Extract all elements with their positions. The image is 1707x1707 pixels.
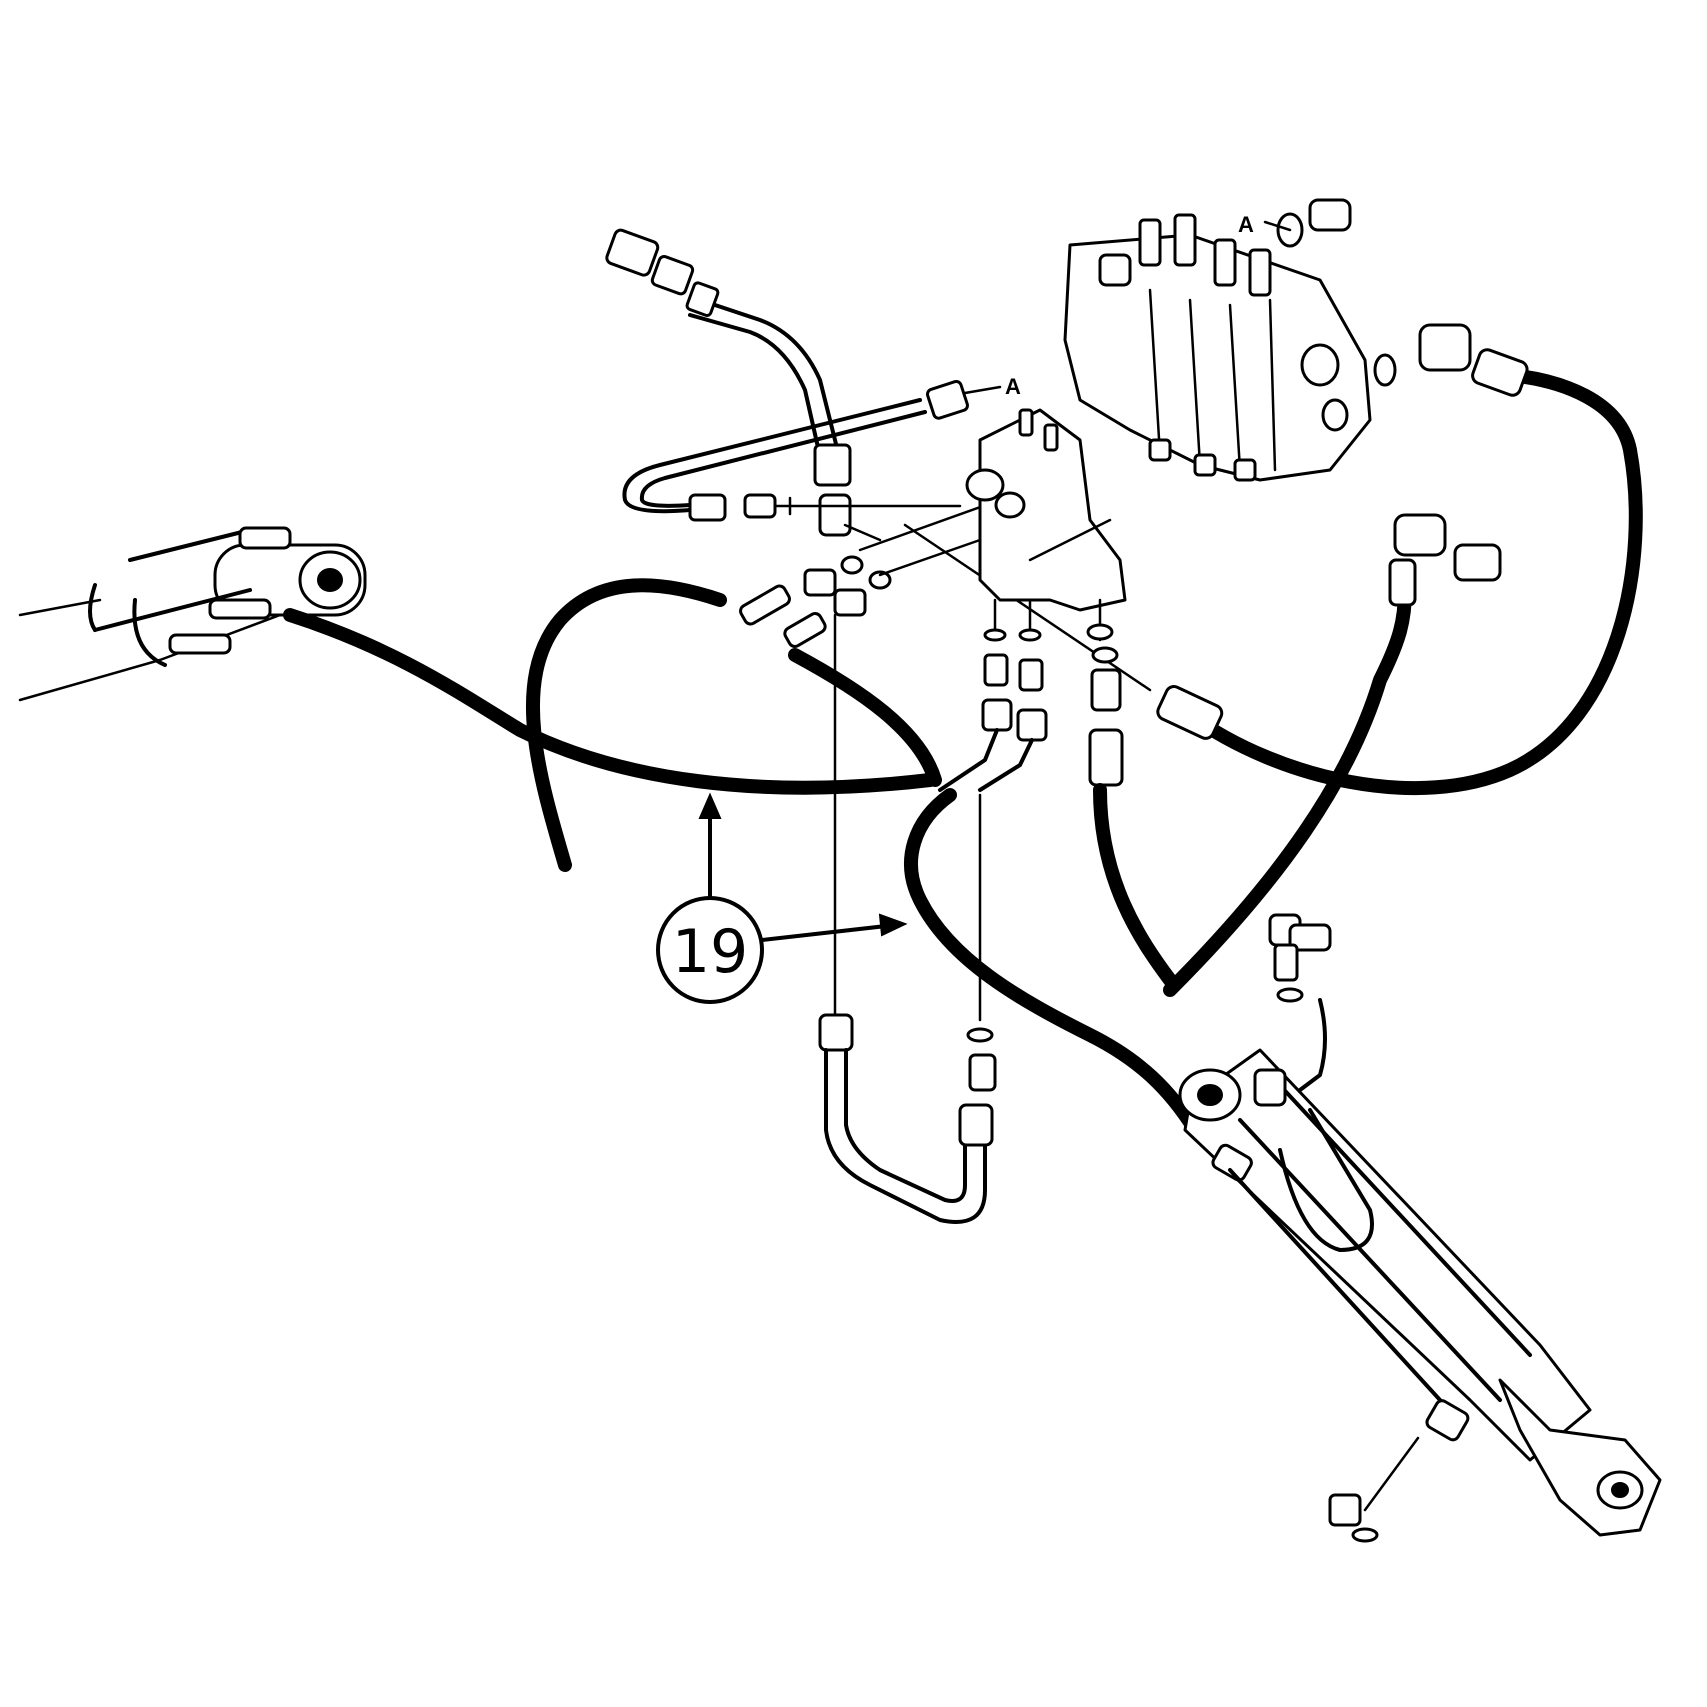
callout-number: 19 [672,917,748,987]
elbow-fitting-lower [1268,913,1332,1092]
lower-right-cylinder [1178,1048,1662,1543]
reference-mark-a-right: A [1238,212,1254,237]
center-hose-down [904,788,1202,1137]
left-hose-loop [525,578,727,872]
right-hose-fittings [1156,323,1529,740]
left-boom-cylinder [18,526,367,702]
lower-steel-pipe [818,613,994,1224]
steel-pipe-upper [605,228,852,487]
control-valve-bank: A [1063,198,1372,482]
right-hose-a [1093,783,1177,987]
fitting-stack-left [938,628,1048,1092]
right-hose-c [1183,368,1643,796]
callout-19: 19 [656,792,908,1004]
left-hose-center [788,648,942,787]
center-valve-block [965,408,1127,642]
callout-arrowhead-up [698,792,722,819]
reference-mark-a-left: A [1005,374,1021,399]
steel-pipe-loop: A [622,374,1021,522]
callout-arrowhead-right [878,913,908,937]
callout-arrow-right [760,923,897,942]
right-hose-b [1163,583,1412,997]
fitting-stack-right [1086,623,1124,787]
